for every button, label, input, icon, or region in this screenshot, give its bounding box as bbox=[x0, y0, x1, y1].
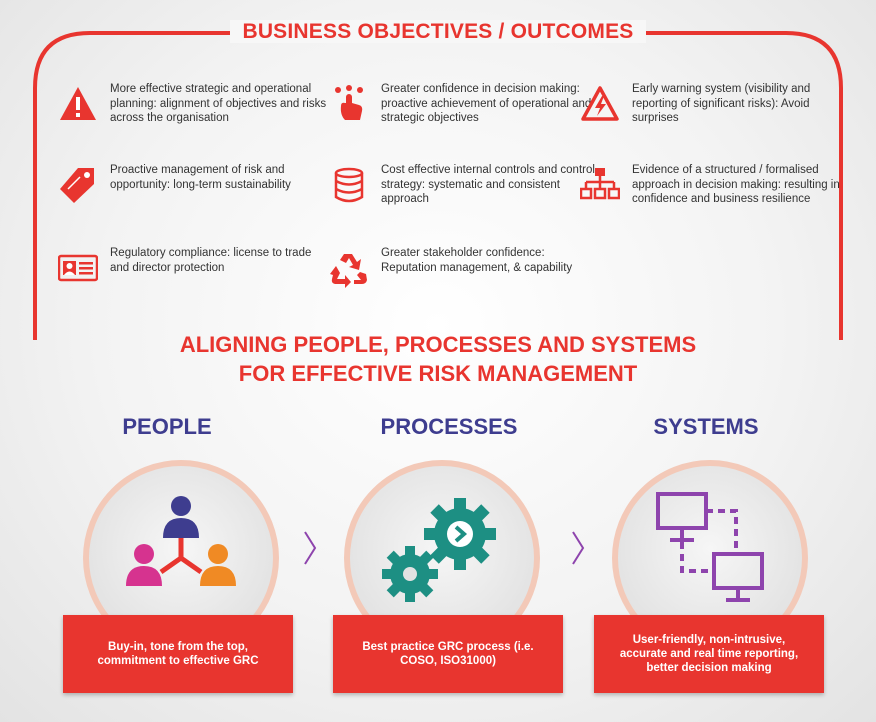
warning-triangle-icon bbox=[60, 87, 96, 120]
gears-icon bbox=[382, 498, 496, 602]
hand-pointer-icon bbox=[335, 85, 363, 120]
org-chart-icon bbox=[580, 168, 620, 200]
processes-title: PROCESSES bbox=[380, 414, 518, 439]
networked-monitors-icon bbox=[656, 492, 764, 602]
people-network-icon bbox=[126, 496, 236, 586]
tag-icon bbox=[60, 168, 94, 203]
processes-description: Best practice GRC process (i.e. COSO, IS… bbox=[333, 615, 563, 693]
systems-description: User-friendly, non-intrusive, accurate a… bbox=[594, 615, 824, 693]
high-voltage-icon bbox=[581, 86, 619, 121]
database-icon bbox=[334, 167, 364, 203]
chevron-right-icon bbox=[304, 531, 317, 565]
people-description: Buy-in, tone from the top, commitment to… bbox=[63, 615, 293, 693]
people-title: PEOPLE bbox=[122, 414, 212, 439]
recycle-icon bbox=[330, 254, 367, 288]
aligning-title-line1: ALIGNING PEOPLE, PROCESSES AND SYSTEMS bbox=[179, 332, 697, 357]
business-objectives-title: BUSINESS OBJECTIVES / OUTCOMES bbox=[0, 20, 876, 44]
systems-title: SYSTEMS bbox=[653, 414, 759, 439]
aligning-title-line2: FOR EFFECTIVE RISK MANAGEMENT bbox=[238, 361, 638, 386]
id-card-icon bbox=[58, 254, 98, 282]
chevron-right-icon bbox=[572, 531, 585, 565]
